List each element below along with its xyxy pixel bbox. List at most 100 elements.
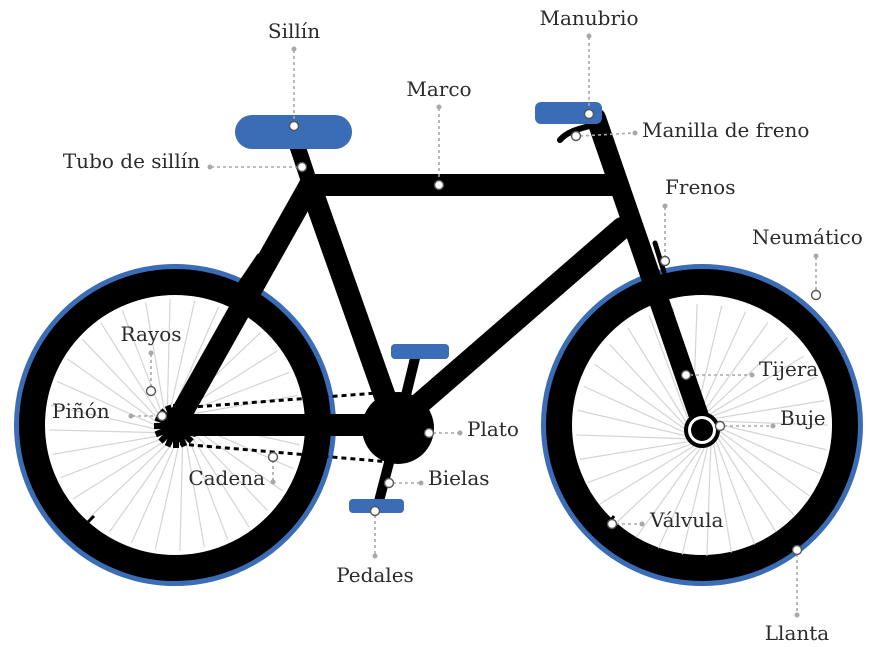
sprocket-tooth — [173, 404, 179, 414]
callout-bielas: Bielas — [383, 466, 490, 490]
callout-manubrio: Manubrio — [540, 6, 638, 120]
spoke — [186, 432, 229, 540]
callout-manilla-freno: Manilla de freno — [570, 118, 809, 142]
spoke — [49, 429, 164, 434]
sprocket-tooth — [173, 438, 179, 448]
seat-stay — [164, 174, 321, 436]
spoke — [712, 441, 732, 553]
callout-sillin: Sillín — [268, 19, 320, 132]
spoke — [67, 358, 162, 426]
label-llanta: Llanta — [765, 621, 830, 645]
label-plato: Plato — [467, 417, 519, 441]
spoke — [587, 442, 694, 484]
saddle — [235, 115, 352, 149]
spoke — [184, 395, 298, 416]
down-tube — [384, 217, 633, 436]
spoke — [616, 445, 700, 523]
spoke — [717, 432, 795, 516]
spoke — [577, 409, 688, 437]
spoke — [716, 423, 827, 451]
callout-plato: Plato — [423, 417, 519, 441]
rear-brake — [229, 253, 262, 299]
callout-pinon: Piñón — [52, 399, 168, 423]
spoke — [82, 339, 162, 423]
label-tubo-sillin: Tubo de sillín — [63, 149, 200, 173]
callout-rayos: Rayos — [120, 322, 182, 397]
front-wheel — [541, 264, 863, 586]
spoke — [714, 438, 756, 545]
lower-crank — [373, 423, 403, 510]
callout-valvula: Válvula — [606, 508, 724, 532]
spoke — [108, 438, 176, 533]
spoke — [716, 435, 777, 533]
spoke — [704, 337, 788, 415]
spoke — [89, 438, 173, 518]
spoke — [60, 436, 168, 479]
spoke — [130, 438, 179, 544]
handlebar — [535, 102, 602, 124]
spoke — [706, 443, 712, 556]
spoke — [179, 436, 184, 551]
label-frenos: Frenos — [665, 175, 735, 199]
upper-pedal — [391, 344, 449, 359]
callout-neumatico: Neumático — [752, 225, 863, 301]
label-valvula: Válvula — [649, 508, 724, 532]
label-cadena: Cadena — [188, 466, 265, 490]
callout-tubo-sillin: Tubo de sillín — [63, 149, 308, 173]
spoke — [184, 434, 205, 548]
spoke — [698, 311, 747, 415]
seat-tube — [299, 174, 406, 436]
callout-cadena: Cadena — [188, 451, 279, 490]
callout-tijera: Tijera — [680, 357, 818, 381]
callout-buje: Buje — [714, 406, 826, 432]
label-manilla-freno: Manilla de freno — [642, 118, 809, 142]
sprocket-core — [161, 411, 191, 441]
spoke — [717, 426, 821, 475]
spoke — [166, 299, 171, 414]
spoke — [169, 300, 196, 413]
spoke — [715, 420, 828, 426]
callout-pedales: Pedales — [336, 505, 414, 587]
label-pedales: Pedales — [336, 563, 414, 587]
front-spokes — [576, 304, 828, 556]
label-pinon: Piñón — [52, 399, 110, 423]
spoke — [50, 404, 163, 431]
spoke — [599, 444, 697, 505]
spoke — [576, 434, 689, 440]
spoke — [145, 302, 166, 416]
spoke — [72, 437, 170, 500]
label-buje: Buje — [780, 406, 826, 430]
callout-llanta: Llanta — [765, 544, 830, 645]
upper-crank — [393, 345, 422, 433]
label-neumatico: Neumático — [752, 225, 863, 249]
label-marco: Marco — [406, 77, 471, 101]
spoke — [681, 444, 709, 555]
callout-marco: Marco — [406, 77, 472, 191]
spoke — [579, 440, 691, 460]
front-tire — [546, 269, 858, 581]
chain — [179, 390, 391, 464]
front-brake — [652, 240, 667, 275]
spoke — [701, 322, 769, 415]
spoke — [154, 437, 181, 550]
spoke — [56, 380, 162, 429]
rear-valve — [81, 514, 96, 529]
spoke — [627, 327, 688, 425]
spoke — [583, 385, 687, 434]
front-tire-outline — [541, 264, 863, 586]
spoke — [100, 322, 163, 420]
label-tijera: Tijera — [759, 357, 818, 381]
spoke — [188, 427, 268, 511]
spoke — [635, 445, 703, 538]
callout-frenos: Frenos — [659, 175, 735, 267]
spoke — [594, 363, 687, 431]
spoke — [713, 400, 825, 420]
spoke — [609, 344, 687, 428]
label-rayos: Rayos — [120, 322, 181, 346]
spoke — [657, 445, 706, 549]
spoke — [710, 376, 817, 418]
sprocket — [154, 404, 198, 448]
label-sillin: Sillín — [268, 19, 320, 43]
lower-pedal — [349, 499, 404, 513]
